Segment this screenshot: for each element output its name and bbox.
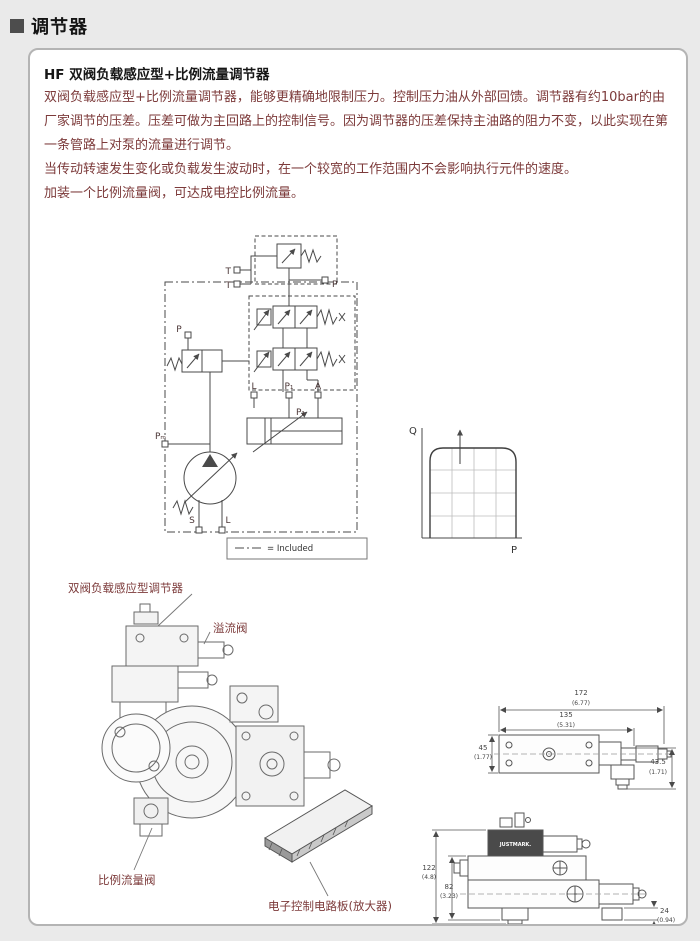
legend-label: = Included [267,544,313,554]
relief-valve-symbol [276,243,322,269]
dimensioned-side-view: JUSTMARK. 122 (4.8) 82 (3.23) 24 (0.94) [422,812,675,924]
dim-45-inch-label: (1.77) [474,754,492,761]
regulator-valve-stack [111,603,234,725]
dimensioned-top-view: 172 (6.77) 135 (5.31) 45 (1.77) 43.5 (1.… [474,689,676,790]
pump-assembly-drawing [101,593,373,897]
body-text: 双阀负载感应型+比例流量调节器，能够更精确地限制压力。控制压力油从外部回馈。调节… [44,86,676,206]
port-label-p-relief: P [332,280,338,290]
dim-24-inch-label: (0.94) [657,917,675,924]
stroking-cylinder-symbol [246,411,343,453]
side-view-dimensions [432,829,658,924]
port-label-p1: P₁ [284,382,293,392]
directional-valve-b-symbol [253,347,346,373]
dim-82-inch-label: (3.23) [440,893,458,900]
circuit-port-labels: T T P P L P₁ A P₁ Pₘ S L = Included [155,267,338,554]
page-header: 调节器 [10,13,88,39]
graph-axes [421,428,522,539]
dim-172-inch-label: (6.77) [572,700,590,707]
port-label-a: A [315,382,322,392]
dim-135-inch-label: (5.31) [557,722,575,729]
top-view-outline [494,734,674,790]
board-edge-hatching [268,819,349,857]
pump-body [101,705,249,819]
relief-valve-group-box [254,235,338,285]
leader-relief-valve [203,631,211,645]
section-title: HF 双阀负载感应型+比例流量调节器 [44,67,270,83]
dim-43-5-label: 43.5 [650,758,666,766]
brand-block [487,829,544,857]
dim-82-label: 82 [445,883,454,891]
port-label-l: L [251,382,256,392]
included-boundary [164,281,358,533]
directional-valve-a-symbol [253,305,346,331]
dim-122-inch-label: (4.8) [422,874,436,881]
leader-lines [133,593,329,897]
circuit-lines [161,235,368,560]
proportional-valve-group-box [248,295,356,391]
hydraulic-circuit-diagram: T T P P L P₁ A P₁ Pₘ S L = Included [155,235,368,560]
graph-y-axis-label: Q [409,426,417,437]
dim-43-5-inch-label: (1.71) [649,769,667,776]
proportional-flow-valve-part [133,797,169,837]
dim-45-label: 45 [479,744,488,752]
legend-box [226,537,368,560]
relief-valve-part [197,641,225,659]
dim-122-label: 122 [422,864,435,872]
side-view-outline [453,812,648,924]
callout-regulator: 双阀负载感应型调节器 [68,581,183,595]
port-label-pm: Pₘ [155,432,166,442]
top-view-dimension-labels: 172 (6.77) 135 (5.31) 45 (1.77) 43.5 (1.… [474,689,667,776]
graph-curve [429,429,517,538]
graph-grid [430,448,516,538]
pq-characteristic-graph: Q P [409,426,522,556]
variable-pump-symbol [172,444,238,534]
content-panel: HF 双阀负载感应型+比例流量调节器 双阀负载感应型+比例流量调节器，能够更精确… [28,48,688,926]
section-bullet-icon [10,19,24,33]
port-label-t-lower: T [225,281,232,291]
port-label-s: S [189,516,195,526]
leader-amplifier-board [309,861,329,897]
port-label-l-drain: L [225,516,230,526]
compensator-valve-symbol [166,331,249,452]
brand-label: JUSTMARK. [499,842,532,848]
dim-24-label: 24 [660,907,669,915]
dim-135-label: 135 [559,711,572,719]
circuit-board [264,789,373,863]
port-block [235,725,341,807]
port-label-p-pilot: P [176,325,182,335]
callout-amplifier-board: 电子控制电路板(放大器) [268,899,392,913]
pump-top-valve [229,685,279,723]
graph-x-axis-label: P [511,545,517,556]
page-title: 调节器 [31,17,88,38]
dim-172-label: 172 [574,689,587,697]
leader-regulator [157,593,193,627]
body-paragraph-1: 双阀负载感应型+比例流量调节器，能够更精确地限制压力。控制压力油从外部回馈。调节… [44,90,669,154]
callout-proportional-flow-valve: 比例流量阀 [98,873,156,887]
side-view-dimension-labels: 122 (4.8) 82 (3.23) 24 (0.94) [422,864,675,924]
leader-proportional-valve [133,827,153,871]
port-label-p1-cylinder: P₁ [296,408,305,418]
top-view-dimensions [488,706,676,790]
port-label-t-upper: T [225,267,232,277]
body-paragraph-2: 当传动转速发生变化或负载发生波动时，在一个较宽的工作范围内不会影响执行元件的速度… [44,162,578,178]
callout-relief-valve: 溢流阀 [213,621,248,635]
body-paragraph-3: 加装一个比例流量阀，可达成电控比例流量。 [44,186,305,202]
